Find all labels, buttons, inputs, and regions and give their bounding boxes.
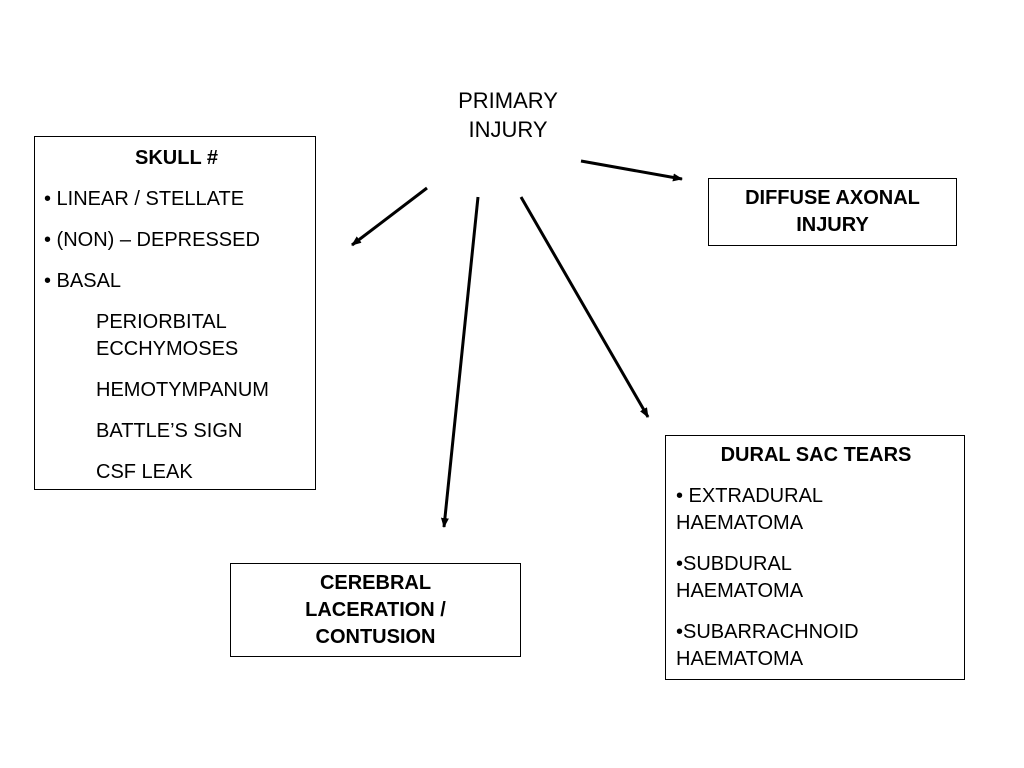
- cerebral-line2: LACERATION /: [305, 599, 446, 621]
- diffuse-axonal-injury-box: DIFFUSE AXONAL INJURY: [708, 178, 957, 246]
- dural-item-subarachnoid-line2: HAEMATOMA: [676, 648, 804, 670]
- dural-item-subdural-line1: •SUBDURAL: [676, 553, 792, 575]
- dural-item-subdural-line2: HAEMATOMA: [676, 580, 804, 602]
- arrow-to-dural-sac: [519, 196, 650, 418]
- skull-fracture-title: SKULL #: [135, 147, 218, 169]
- diffuse-axonal-line1: DIFFUSE AXONAL: [745, 187, 920, 209]
- cerebral-laceration-box: CEREBRAL LACERATION / CONTUSION: [230, 563, 521, 657]
- dural-item-subarachnoid-line1: •SUBARRACHNOID: [676, 621, 859, 643]
- basal-sign-battles: BATTLE’S SIGN: [96, 420, 243, 442]
- arrow-to-cerebral: [440, 196, 480, 528]
- arrow-to-diffuse-axonal: [580, 159, 683, 182]
- skull-item-basal: • BASAL: [44, 270, 122, 292]
- primary-injury-line2: INJURY: [468, 117, 548, 142]
- dural-item-extradural: • EXTRADURAL HAEMATOMA: [676, 483, 956, 537]
- basal-sign-periorbital-line1: PERIORBITAL: [96, 311, 227, 333]
- dural-sac-tears-box: DURAL SAC TEARS • EXTRADURAL HAEMATOMA •…: [665, 435, 965, 680]
- primary-injury-label: PRIMARY INJURY: [428, 86, 588, 144]
- dural-item-extradural-line1: • EXTRADURAL: [676, 485, 824, 507]
- skull-fracture-box: SKULL # • LINEAR / STELLATE • (NON) – DE…: [34, 136, 316, 490]
- cerebral-line1: CEREBRAL: [319, 572, 432, 594]
- arrow-to-skull: [351, 186, 428, 247]
- basal-sign-periorbital-line2: ECCHYMOSES: [96, 338, 239, 360]
- basal-sign-periorbital: PERIORBITAL ECCHYMOSES: [96, 309, 309, 363]
- basal-sign-hemotympanum: HEMOTYMPANUM: [96, 379, 269, 401]
- dural-sac-title: DURAL SAC TEARS: [720, 444, 912, 466]
- diffuse-axonal-line2: INJURY: [796, 214, 869, 236]
- skull-item-depressed: • (NON) – DEPRESSED: [44, 229, 260, 251]
- basal-sign-csf-leak: CSF LEAK: [96, 461, 193, 483]
- dural-item-subarachnoid: •SUBARRACHNOID HAEMATOMA: [676, 619, 956, 673]
- primary-injury-line1: PRIMARY: [458, 88, 558, 113]
- dural-item-extradural-line2: HAEMATOMA: [676, 512, 804, 534]
- dural-item-subdural: •SUBDURAL HAEMATOMA: [676, 551, 956, 605]
- skull-item-linear: • LINEAR / STELLATE: [44, 188, 245, 210]
- cerebral-line3: CONTUSION: [315, 626, 436, 648]
